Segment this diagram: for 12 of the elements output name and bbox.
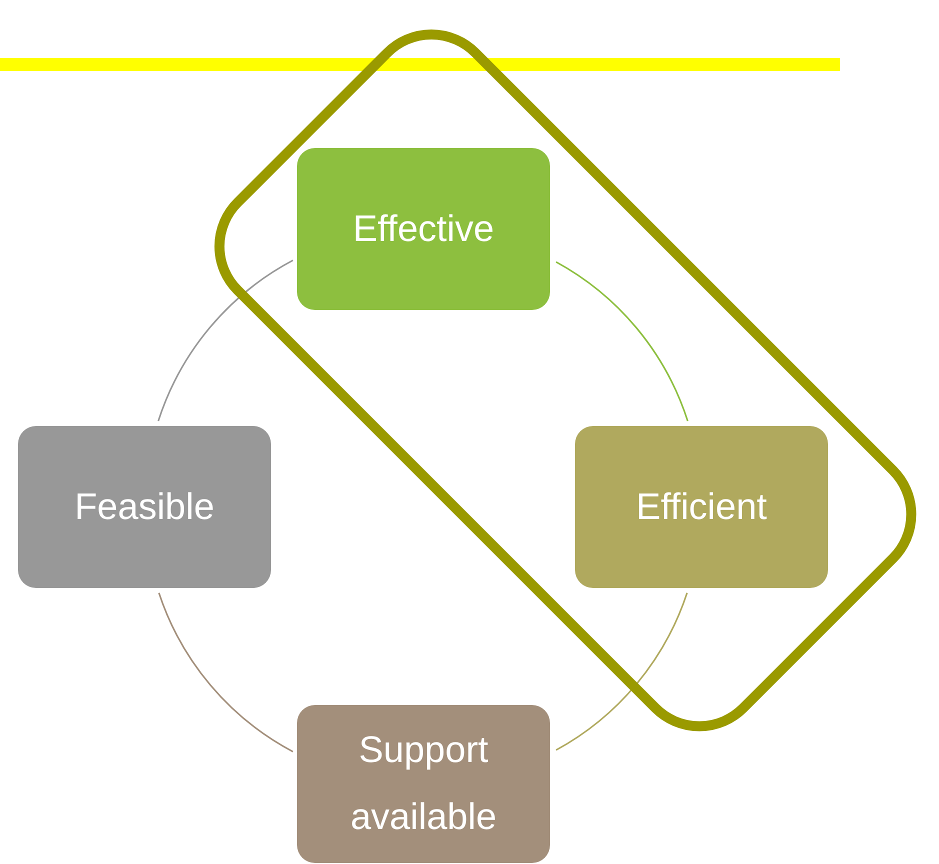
rounded-box bbox=[18, 426, 271, 588]
rounded-box bbox=[297, 705, 550, 863]
connector-arc bbox=[158, 592, 294, 752]
rounded-box bbox=[297, 148, 550, 310]
box-label: Support available bbox=[349, 728, 498, 839]
rounded-box bbox=[575, 426, 828, 588]
box-label: Feasible bbox=[74, 484, 214, 529]
connector-arc bbox=[158, 260, 294, 422]
connector-arc bbox=[556, 592, 688, 751]
connector-arc bbox=[556, 261, 688, 422]
box-label: Efficient bbox=[636, 484, 767, 529]
box-label: Effective bbox=[352, 206, 494, 251]
